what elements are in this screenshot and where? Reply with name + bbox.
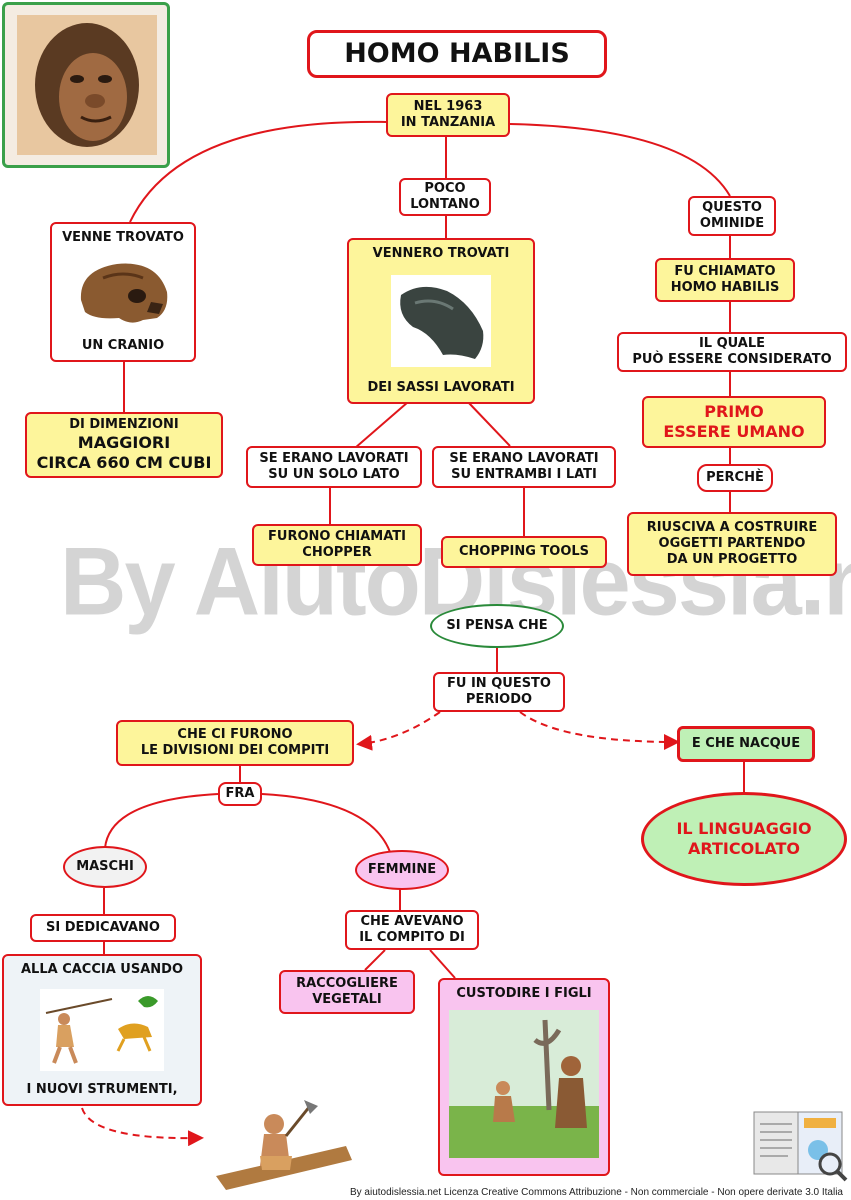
- family-scene-image: [449, 1010, 599, 1158]
- discovery-line1: NEL 1963: [413, 99, 483, 114]
- among-node: FRA: [218, 782, 262, 806]
- one-side-line2: SU UN SOLO LATO: [268, 467, 400, 482]
- stone-tool-image: [391, 275, 491, 367]
- hominid-line2: OMINIDE: [699, 216, 765, 231]
- stones-node: VENNERO TROVATI DEI SASSI LAVORATI: [347, 238, 535, 404]
- hunting-scene-image: [40, 989, 164, 1071]
- language-line1: IL LINGUAGGIO: [676, 819, 812, 838]
- size-line3: CIRCA 660 CM CUBI: [36, 453, 212, 472]
- discovery-node: NEL 1963 IN TANZANIA: [386, 93, 510, 137]
- found-label: VENNE TROVATO: [62, 230, 184, 245]
- division-line2: LE DIVISIONI DEI COMPITI: [140, 743, 330, 758]
- found-skull-node: VENNE TROVATO UN CRANIO: [50, 222, 196, 362]
- division-line1: CHE CI FURONO: [177, 727, 293, 742]
- chopping-tools-node: CHOPPING TOOLS: [441, 536, 607, 568]
- language-line2: ARTICOLATO: [687, 839, 801, 858]
- gather-node: RACCOGLIERE VEGETALI: [279, 970, 415, 1014]
- stones-found-label: VENNERO TROVATI: [372, 246, 510, 261]
- females-label: FEMMINE: [367, 862, 437, 877]
- skull-label: UN CRANIO: [81, 338, 165, 353]
- tools-label: I NUOVI STRUMENTI,: [26, 1082, 178, 1097]
- near-line2: LONTANO: [410, 197, 480, 212]
- children-label: CUSTODIRE I FIGLI: [456, 986, 592, 1001]
- born-node: E CHE NACQUE: [677, 726, 815, 762]
- one-side-node: SE ERANO LAVORATI SU UN SOLO LATO: [246, 446, 422, 488]
- hominid-node: QUESTO OMINIDE: [688, 196, 776, 236]
- skull-image: [80, 263, 168, 323]
- homo-habilis-portrait: [2, 2, 170, 168]
- reason-node: RIUSCIVA A COSTRUIRE OGGETTI PARTENDO DA…: [627, 512, 837, 576]
- chopper-line1: FURONO CHIAMATI: [268, 529, 406, 544]
- task-node: CHE AVEVANO IL COMPITO DI: [345, 910, 479, 950]
- among-label: FRA: [225, 786, 255, 801]
- hunt-node: ALLA CACCIA USANDO I NUOVI STRUMENTI,: [2, 954, 202, 1106]
- period-node: FU IN QUESTO PERIODO: [433, 672, 565, 712]
- gather-line1: RACCOGLIERE: [296, 976, 398, 991]
- both-sides-node: SE ERANO LAVORATI SU ENTRAMBI I LATI: [432, 446, 616, 488]
- skull-size-node: DI DIMENZIONI MAGGIORI CIRCA 660 CM CUBI: [25, 412, 223, 478]
- task-line2: IL COMPITO DI: [359, 930, 465, 945]
- both-sides-line2: SU ENTRAMBI I LATI: [451, 467, 597, 482]
- stones-label: DEI SASSI LAVORATI: [367, 380, 515, 395]
- which-line2: PUÒ ESSERE CONSIDERATO: [632, 352, 832, 367]
- near-line1: POCO: [424, 181, 466, 196]
- males-node: MASCHI: [63, 846, 147, 888]
- one-side-line1: SE ERANO LAVORATI: [259, 451, 409, 466]
- title-text: HOMO HABILIS: [344, 38, 570, 69]
- chopping-label: CHOPPING TOOLS: [458, 544, 590, 559]
- named-node: FU CHIAMATO HOMO HABILIS: [655, 258, 795, 302]
- dedicated-node: SI DEDICAVANO: [30, 914, 176, 942]
- think-node: SI PENSA CHE: [430, 604, 564, 648]
- named-line2: HOMO HABILIS: [670, 280, 780, 295]
- born-label: E CHE NACQUE: [691, 736, 801, 751]
- division-node: CHE CI FURONO LE DIVISIONI DEI COMPITI: [116, 720, 354, 766]
- first-human-node: PRIMO ESSERE UMANO: [642, 396, 826, 448]
- both-sides-line1: SE ERANO LAVORATI: [449, 451, 599, 466]
- why-node: PERCHÈ: [697, 464, 773, 492]
- size-line1: DI DIMENZIONI: [69, 417, 179, 432]
- discovery-line2: IN TANZANIA: [400, 115, 496, 130]
- task-line1: CHE AVEVANO: [360, 914, 464, 929]
- language-node: IL LINGUAGGIO ARTICOLATO: [641, 792, 847, 886]
- which-line1: IL QUALE: [698, 336, 766, 351]
- dedicated-label: SI DEDICAVANO: [46, 920, 160, 935]
- children-node: CUSTODIRE I FIGLI: [438, 978, 610, 1176]
- hominid-line1: QUESTO: [702, 200, 762, 215]
- males-label: MASCHI: [76, 859, 134, 874]
- near-node: POCO LONTANO: [399, 178, 491, 216]
- gather-line2: VEGETALI: [312, 992, 382, 1007]
- females-node: FEMMINE: [355, 850, 449, 890]
- aiutodislessia-logo: [753, 1111, 848, 1182]
- toolmaker-image: [216, 1100, 352, 1190]
- size-line2: MAGGIORI: [77, 433, 171, 452]
- hunt-label: ALLA CACCIA USANDO: [20, 962, 184, 977]
- period-line2: PERIODO: [465, 692, 533, 707]
- period-line1: FU IN QUESTO: [447, 676, 551, 691]
- think-label: SI PENSA CHE: [446, 618, 548, 633]
- reason-line3: DA UN PROGETTO: [666, 552, 798, 567]
- first-line2: ESSERE UMANO: [663, 422, 805, 441]
- why-label: PERCHÈ: [706, 470, 764, 485]
- named-line1: FU CHIAMATO: [674, 264, 776, 279]
- reason-line2: OGGETTI PARTENDO: [658, 536, 806, 551]
- page-title: HOMO HABILIS: [307, 30, 607, 78]
- license-footer: By aiutodislessia.net Licenza Creative C…: [349, 1187, 843, 1198]
- chopper-line2: CHOPPER: [302, 545, 372, 560]
- chopper-node: FURONO CHIAMATI CHOPPER: [252, 524, 422, 566]
- reason-line1: RIUSCIVA A COSTRUIRE: [646, 520, 818, 535]
- first-line1: PRIMO: [704, 402, 764, 421]
- considered-node: IL QUALE PUÒ ESSERE CONSIDERATO: [617, 332, 847, 372]
